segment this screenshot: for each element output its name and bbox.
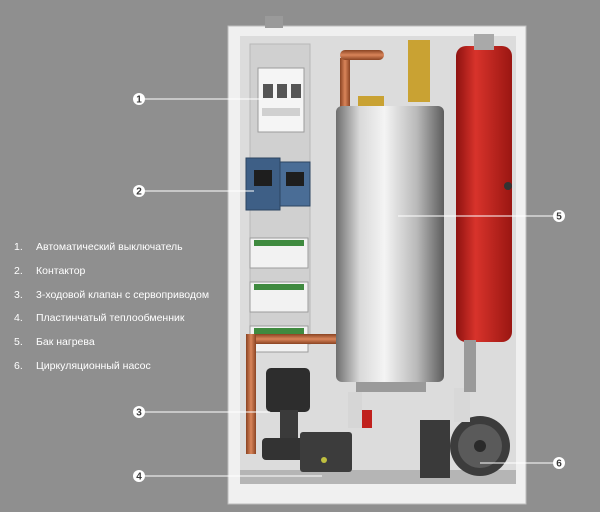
legend-item-1: 1. Автоматический выключатель (14, 236, 209, 260)
callout-marker-5: 5 (553, 210, 565, 223)
legend-number: 6. (14, 359, 23, 372)
top-connector (265, 16, 283, 28)
legend-number: 2. (14, 264, 23, 277)
circuit-breaker (257, 67, 305, 133)
svg-text:1: 1 (136, 95, 142, 106)
legend-label: Пластинчатый теплообменник (36, 312, 185, 325)
expansion-tank (456, 34, 512, 342)
legend-item-4: 4. Пластинчатый теплообменник (14, 307, 209, 331)
legend-label: Бак нагрева (36, 336, 95, 349)
legend-label: Циркуляционный насос (36, 359, 151, 372)
plate-heat-exchanger (300, 432, 352, 472)
legend-label: 3-ходовой клапан с сервоприводом (36, 288, 210, 301)
svg-text:2: 2 (136, 187, 142, 198)
callout-marker-1: 1 (133, 93, 145, 106)
legend-item-6: 6. Циркуляционный насос (14, 355, 209, 379)
callout-lines (145, 98, 553, 477)
svg-text:5: 5 (556, 212, 562, 223)
legend-item-3: 3. 3-ходовой клапан с сервоприводом (14, 284, 209, 308)
circulation-pump (420, 340, 510, 478)
callout-marker-2: 2 (133, 185, 145, 198)
component-legend: 1. Автоматический выключатель 2. Контакт… (14, 236, 209, 379)
callout-marker-4: 4 (133, 470, 145, 483)
legend-item-5: 5. Бак нагрева (14, 331, 209, 355)
legend-label: Автоматический выключатель (36, 241, 183, 253)
svg-text:4: 4 (136, 472, 142, 483)
contactor (245, 157, 311, 211)
legend-label: Контактор (36, 264, 86, 277)
legend-number: 1. (14, 241, 23, 253)
legend-number: 3. (14, 288, 23, 301)
callout-marker-3: 3 (133, 406, 145, 419)
svg-text:3: 3 (136, 408, 142, 419)
legend-item-2: 2. Контактор (14, 260, 209, 284)
legend-number: 4. (14, 312, 23, 325)
legend-number: 5. (14, 336, 23, 349)
heating-tank (336, 40, 444, 428)
svg-text:6: 6 (556, 459, 562, 470)
callout-marker-6: 6 (553, 457, 565, 470)
